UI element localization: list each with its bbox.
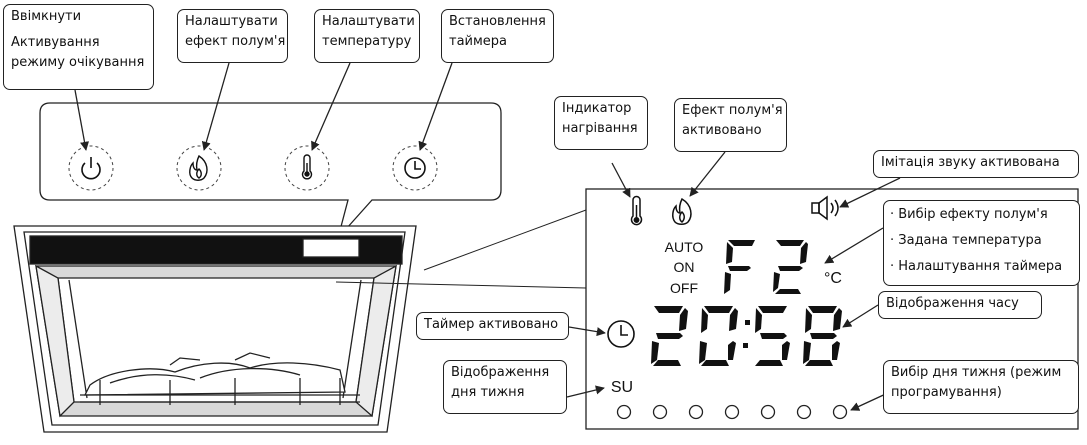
heating-line2: нагрівання [562,121,638,136]
timer-label-line2: таймера [449,34,508,49]
power-icon [81,157,101,180]
timer-label-line1: Встановлення [449,14,546,29]
power-label: Ввімкнути Активування режиму очікування [3,4,154,90]
day-circle [616,404,632,420]
temp-label-line1: Налаштувати [322,14,415,29]
flame-label-line2: ефект полум'я [185,34,286,49]
day-display-line1: Відображення [451,365,550,380]
day-circle [652,404,668,420]
heating-line1: Індикатор [562,101,632,116]
time-callout: Відображення часу [878,291,1042,319]
power-label-line3: режиму очікування [11,55,145,70]
control-panel-outline [39,102,502,239]
day-label: SU [610,379,634,396]
flame-button[interactable] [176,145,222,191]
display-clock-icon [607,320,635,348]
day-select-line1: Вибір дня тижня (режим [891,365,1062,380]
temperature-unit: °C [824,270,842,287]
settings-item: Задана температура [890,228,1073,254]
temp-label: Налаштувати температуру [314,9,420,63]
display-flame-icon [672,197,692,225]
flame-icon [189,154,208,181]
settings-callout: Вибір ефекту полум'я Задана температура … [883,200,1080,286]
fireplace-illustration [13,225,417,433]
sound-callout: Імітація звуку активована [873,150,1079,178]
temperature-button[interactable] [284,145,330,191]
segment-code-f2 [724,240,808,294]
flame-active-callout: Ефект полум'я активовано [674,98,787,152]
mode-on: ON [673,259,695,275]
mode-auto: AUTO [664,239,704,255]
timer-active-callout: Таймер активовано [416,312,569,340]
day-circle [832,404,848,420]
heating-indicator-callout: Індикатор нагрівання [554,96,648,150]
settings-item: Налаштування таймера [890,254,1073,280]
day-circle [724,404,740,420]
day-circle [688,404,704,420]
day-circle [796,404,812,420]
day-circle [760,404,776,420]
day-indicators [616,404,848,420]
day-display-line2: дня тижня [451,385,525,400]
flame-active-line2: активовано [682,123,762,138]
timer-label: Встановлення таймера [441,9,554,63]
flame-label: Налаштувати ефект полум'я [177,9,288,63]
sound-text: Імітація звуку активована [881,155,1060,170]
power-label-line2: Активування [11,35,100,50]
timer-button[interactable] [392,145,438,191]
day-select-callout: Вибір дня тижня (режим програмування) [883,360,1079,414]
display-thermometer-icon [630,195,643,226]
speaker-icon [811,195,839,221]
power-button[interactable] [68,145,114,191]
thermometer-icon [301,154,313,180]
mode-off: OFF [670,280,698,296]
segment-time-2058 [651,306,842,366]
day-select-line2: програмування) [891,385,1002,400]
timer-active-text: Таймер активовано [424,317,559,332]
day-display-callout: Відображення дня тижня [443,360,567,414]
flame-label-line1: Налаштувати [185,14,278,29]
temp-label-line2: температуру [322,34,412,49]
power-label-line1: Ввімкнути [11,9,82,24]
time-text: Відображення часу [886,296,1019,311]
settings-item: Вибір ефекту полум'я [890,202,1073,228]
clock-icon [404,157,426,179]
flame-active-line1: Ефект полум'я [682,103,783,118]
